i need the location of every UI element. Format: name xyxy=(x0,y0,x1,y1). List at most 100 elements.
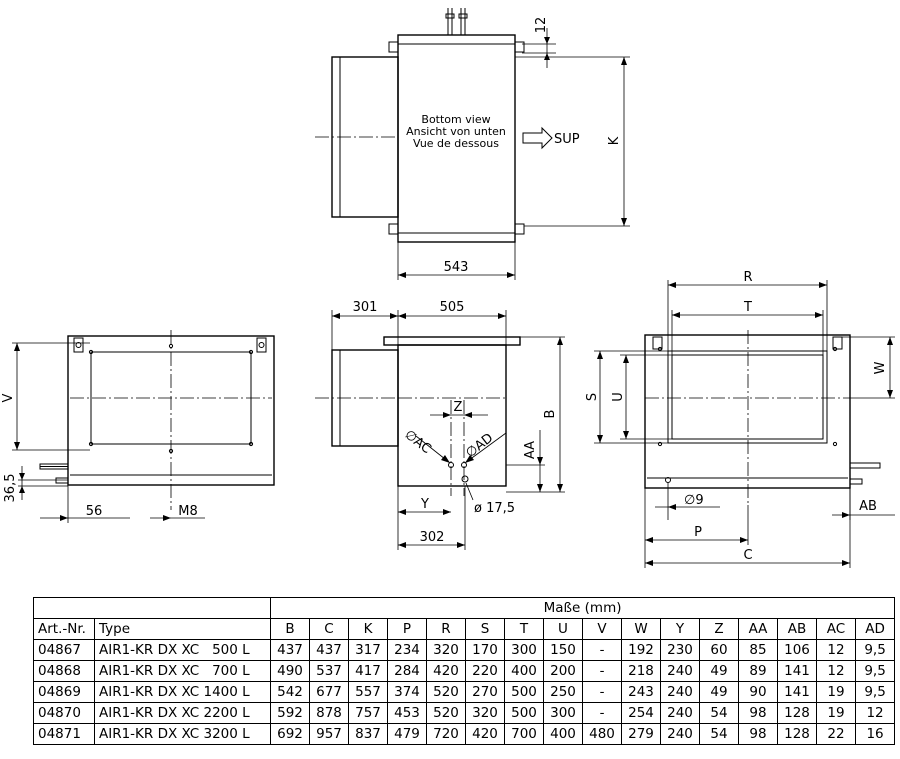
table-cell: 98 xyxy=(738,723,778,745)
table-cell: 192 xyxy=(621,639,661,661)
dim-301: 301 xyxy=(353,300,378,315)
table-cell: 400 xyxy=(504,660,544,682)
table-group-header: Maße (mm) xyxy=(269,597,896,619)
dim-t: T xyxy=(743,300,752,315)
dim-ad: ∅AD xyxy=(463,431,496,461)
column-header: B xyxy=(270,618,310,640)
table-cell: 89 xyxy=(738,660,778,682)
table-cell: 141 xyxy=(777,660,817,682)
table-cell: 04870 xyxy=(33,702,95,724)
dim-r: R xyxy=(743,270,752,285)
table-cell: 250 xyxy=(543,681,583,703)
middle-view: 301 505 Z ∅AC ∅AD B AA Y ø 17,5 xyxy=(315,300,565,550)
table-cell: 420 xyxy=(465,723,505,745)
dim-12: 12 xyxy=(534,17,549,34)
table-cell: 240 xyxy=(660,660,700,682)
table-cell: 218 xyxy=(621,660,661,682)
table-cell: 04871 xyxy=(33,723,95,745)
dim-ac: ∅AC xyxy=(402,427,434,457)
left-view: V 36,5 56 M8 xyxy=(1,330,275,523)
table-cell: - xyxy=(582,639,622,661)
table-cell: AIR1-KR DX XC 3200 L xyxy=(94,723,271,745)
table-cell: 12 xyxy=(816,660,856,682)
table-cell: 374 xyxy=(387,681,427,703)
table-cell: 220 xyxy=(465,660,505,682)
table-cell: 04868 xyxy=(33,660,95,682)
dim-z: Z xyxy=(454,400,463,415)
table-cell: 957 xyxy=(309,723,349,745)
table-cell: 106 xyxy=(777,639,817,661)
column-header: AA xyxy=(738,618,778,640)
dim-y: Y xyxy=(420,497,429,512)
column-header: K xyxy=(348,618,388,640)
table-cell: AIR1-KR DX XC 700 L xyxy=(94,660,271,682)
table-cell: 240 xyxy=(660,702,700,724)
column-header: V xyxy=(582,618,622,640)
dim-56: 56 xyxy=(86,504,103,519)
table-cell: 240 xyxy=(660,681,700,703)
bottom-view-note-2: Ansicht von unten xyxy=(406,125,506,138)
table-cell: 254 xyxy=(621,702,661,724)
table-cell: 677 xyxy=(309,681,349,703)
table-cell: 490 xyxy=(270,660,310,682)
table-cell: 9,5 xyxy=(854,639,896,661)
table-cell: 128 xyxy=(777,723,817,745)
table-cell: 19 xyxy=(816,681,856,703)
table-cell: 49 xyxy=(699,681,739,703)
dim-p: P xyxy=(694,525,702,540)
dim-302: 302 xyxy=(420,530,445,545)
table-cell: 170 xyxy=(465,639,505,661)
column-header: S xyxy=(465,618,505,640)
top-view: Bottom view Ansicht von unten Vue de des… xyxy=(315,8,630,280)
table-cell: 417 xyxy=(348,660,388,682)
column-header: R xyxy=(426,618,466,640)
table-cell: 12 xyxy=(854,702,896,724)
table-cell: 9,5 xyxy=(854,660,896,682)
column-header: AD xyxy=(854,618,896,640)
table-cell: 317 xyxy=(348,639,388,661)
table-cell: 500 xyxy=(504,681,544,703)
dim-s: S xyxy=(585,393,600,401)
table-cell: 520 xyxy=(426,681,466,703)
dim-17-5: ø 17,5 xyxy=(474,501,515,516)
dim-k: K xyxy=(607,136,622,145)
table-cell: 437 xyxy=(270,639,310,661)
table-cell: 200 xyxy=(543,660,583,682)
dim-aa: AA xyxy=(523,441,538,459)
column-header: AC xyxy=(816,618,856,640)
column-header: AB xyxy=(777,618,817,640)
table-cell: AIR1-KR DX XC 500 L xyxy=(94,639,271,661)
column-header: Z xyxy=(699,618,739,640)
column-header: Type xyxy=(94,618,271,640)
table-cell: 479 xyxy=(387,723,427,745)
table-cell: 19 xyxy=(816,702,856,724)
dim-505: 505 xyxy=(440,300,465,315)
table-cell: 279 xyxy=(621,723,661,745)
dim-c: C xyxy=(743,548,752,563)
table-cell: AIR1-KR DX XC 1400 L xyxy=(94,681,271,703)
table-cell: 757 xyxy=(348,702,388,724)
table-cell: 720 xyxy=(426,723,466,745)
column-header: Art.-Nr. xyxy=(33,618,95,640)
table-cell: 557 xyxy=(348,681,388,703)
dim-m8: M8 xyxy=(178,504,198,519)
table-cell: 04867 xyxy=(33,639,95,661)
technical-drawing: Bottom view Ansicht von unten Vue de des… xyxy=(1,8,895,568)
table-cell: 240 xyxy=(660,723,700,745)
table-cell: 878 xyxy=(309,702,349,724)
table-cell: 243 xyxy=(621,681,661,703)
table-cell: 22 xyxy=(816,723,856,745)
table-cell: 60 xyxy=(699,639,739,661)
table-cell: - xyxy=(582,702,622,724)
table-cell: 437 xyxy=(309,639,349,661)
table-cell: 234 xyxy=(387,639,427,661)
table-cell: 537 xyxy=(309,660,349,682)
table-cell: 128 xyxy=(777,702,817,724)
table-cell: AIR1-KR DX XC 2200 L xyxy=(94,702,271,724)
table-cell: 300 xyxy=(504,639,544,661)
table-group-header-row: Maße (mm) xyxy=(33,597,896,619)
table-cell: 592 xyxy=(270,702,310,724)
